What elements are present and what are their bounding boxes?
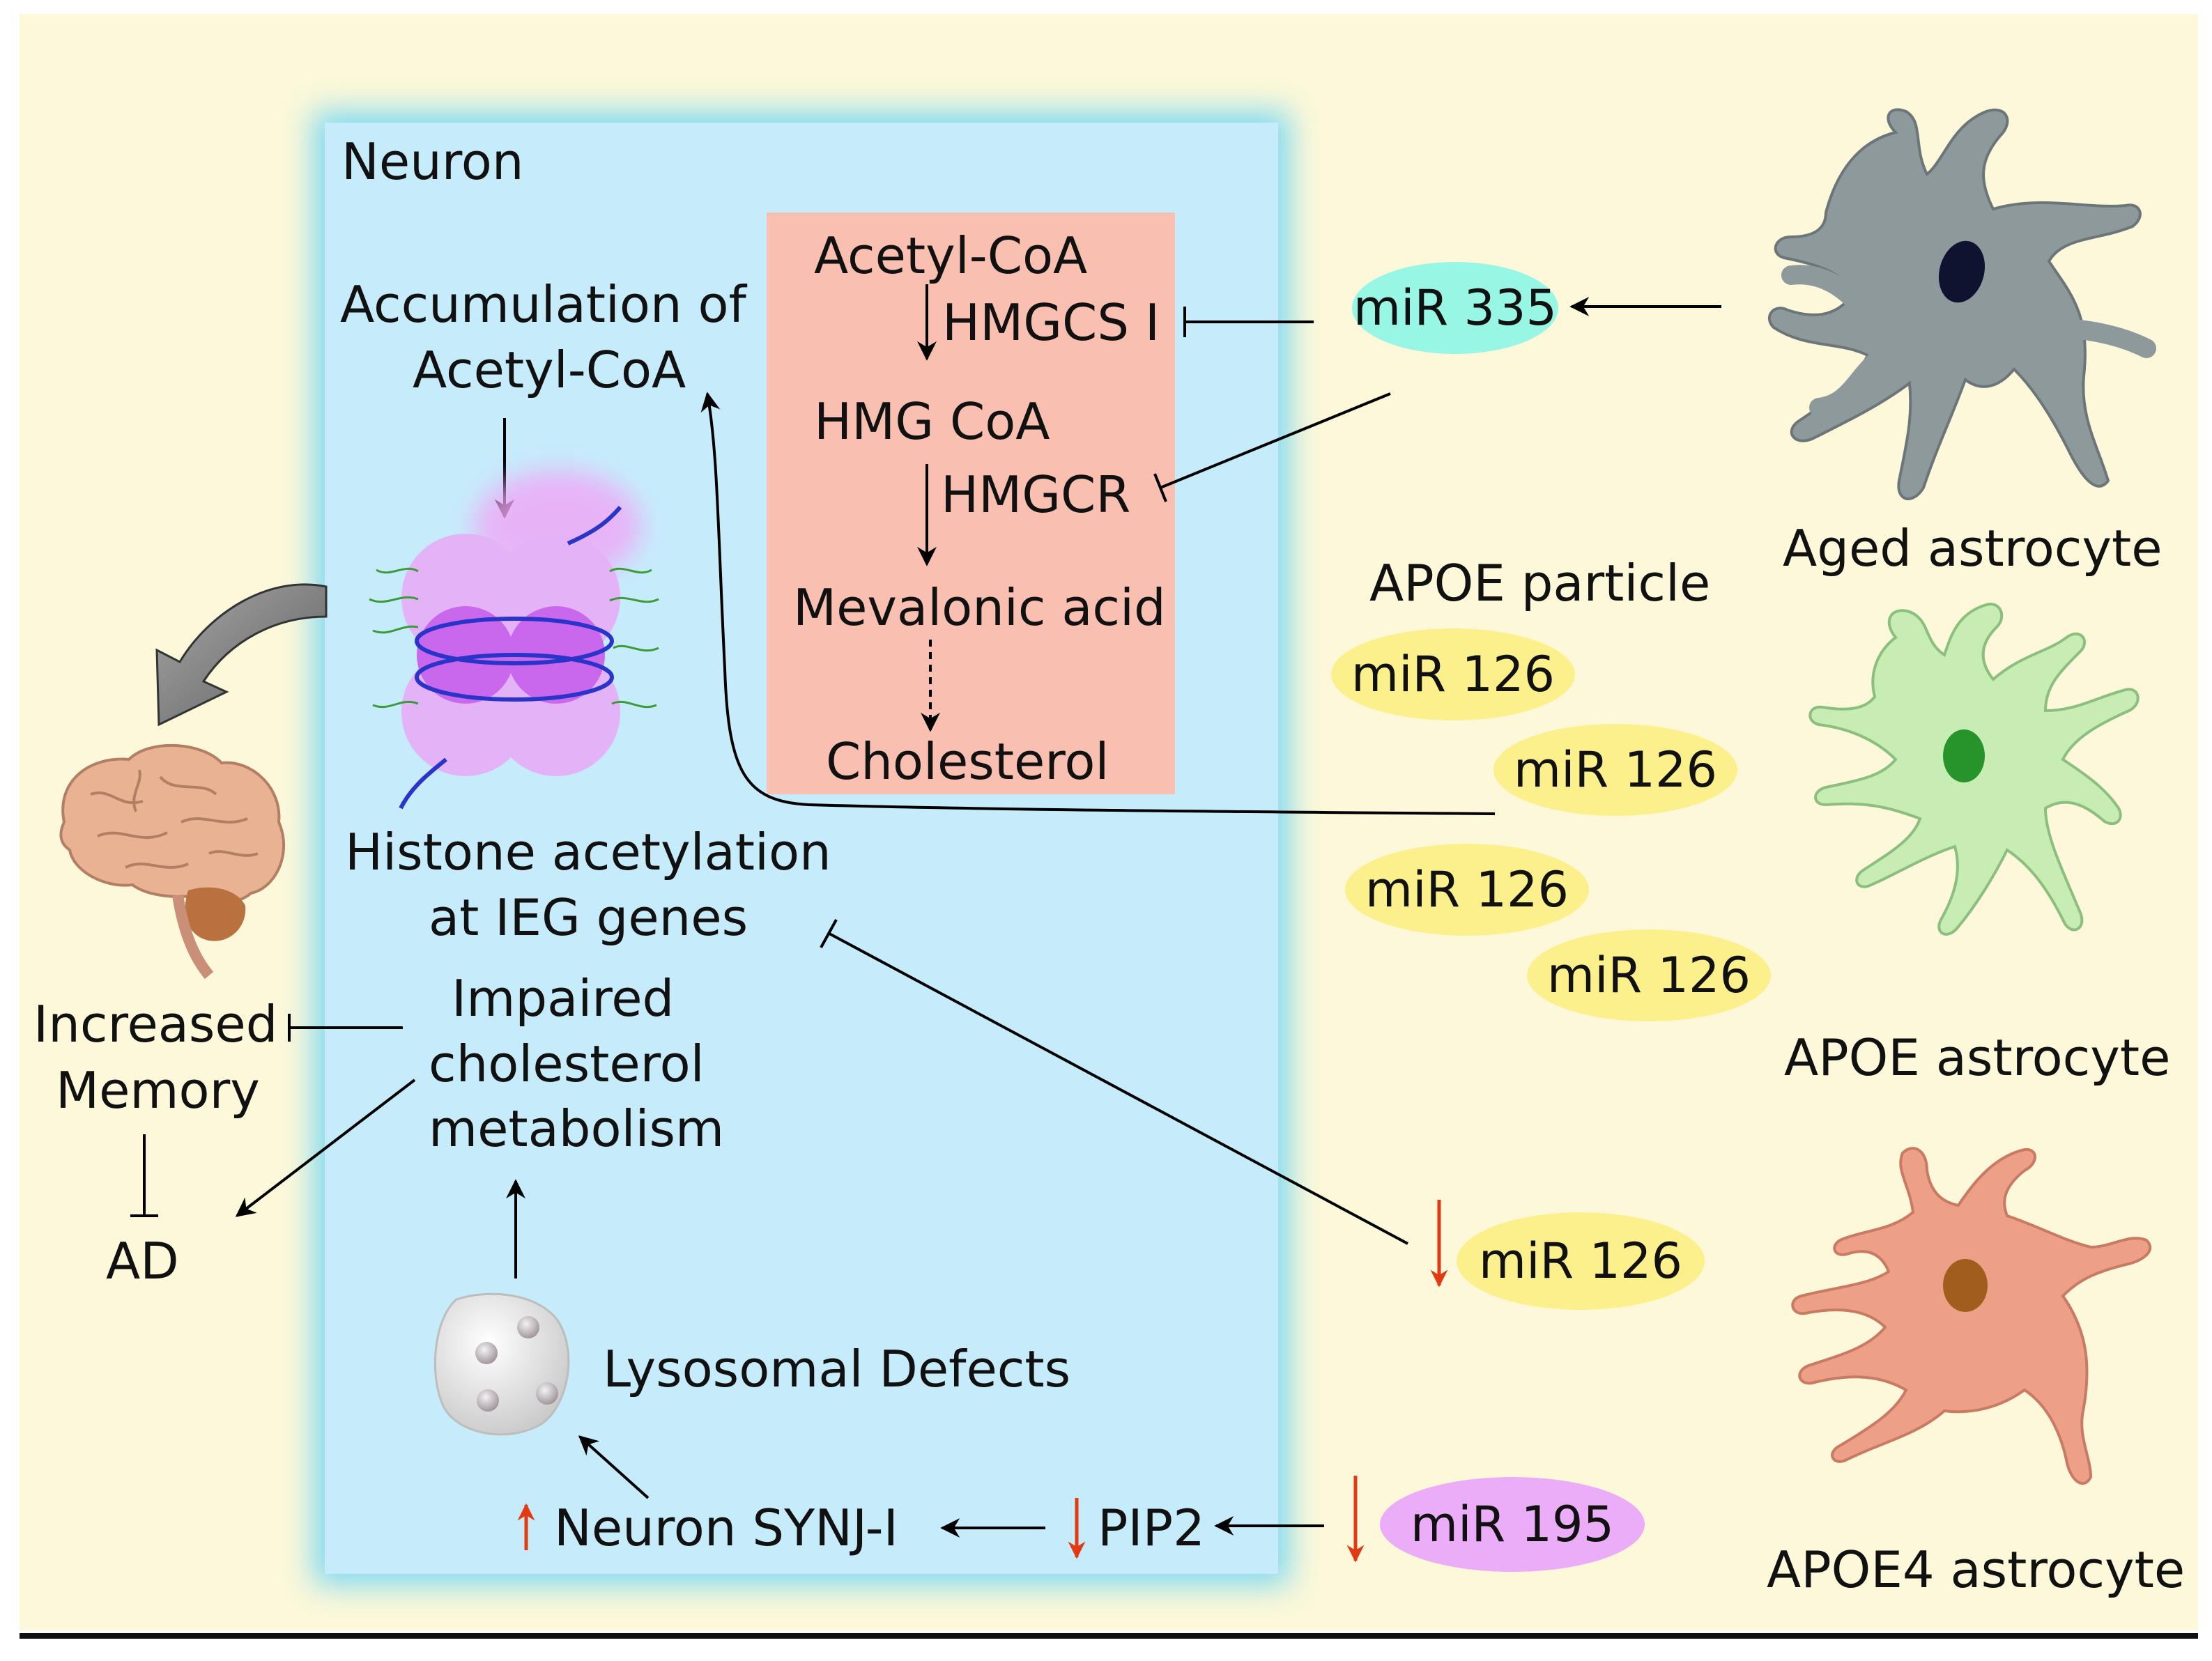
arrow-synj-to-lysosome [578,1435,650,1499]
pathway-acetyl-coa: Acetyl-CoA [814,226,1087,285]
aged-astrocyte-label: Aged astrocyte [1783,519,2163,578]
mir126-label-d: miR 126 [1547,947,1751,1004]
apoe4-astrocyte-label: APOE4 astrocyte [1767,1540,2185,1599]
mir335-label: miR 335 [1353,279,1557,337]
increased-memory-label-line1: Increased [33,995,277,1053]
apoe-astrocyte-label: APOE astrocyte [1784,1028,2170,1087]
accumulation-label-line1: Accumulation of [340,275,748,334]
mir195-label: miR 195 [1411,1496,1614,1553]
mir335-ellipse [1352,262,1558,354]
brain-icon [59,743,286,980]
curved-arrow-histone-to-brain [155,583,328,727]
histone-nucleosome-icon [369,470,659,810]
pathway-mevalonic: Mevalonic acid [793,578,1166,637]
ad-label: AD [106,1232,179,1290]
inhibit-bar-hmgcr [1153,473,1167,502]
inhibit-mir126-to-histone [829,932,1408,1245]
apoe-particle-label: APOE particle [1369,554,1710,612]
mir126-label-c: miR 126 [1365,861,1569,918]
mir126-ellipse-c [1345,844,1589,936]
lysosomal-defects-label: Lysosomal Defects [603,1340,1070,1398]
pathway-hmg-coa: HMG CoA [814,392,1050,451]
mir126-low-label: miR 126 [1479,1233,1682,1290]
inhibit-mir335-to-hmgcr [1160,392,1391,489]
pathway-hmgcr: HMGCR [941,465,1130,524]
arrow-impaired-to-ad [235,1079,416,1217]
apoe4-astrocyte-icon [1791,1147,2152,1485]
impaired-label-line2: cholesterol [429,1035,705,1093]
accumulation-label-line2: Acetyl-CoA [413,341,686,399]
bottom-rule [20,1633,2198,1639]
mir195-ellipse [1380,1477,1645,1572]
mir126-label-a: miR 126 [1351,646,1555,703]
neuron-label: Neuron [341,132,524,191]
mir126-label-b: miR 126 [1514,741,1717,798]
arrow-mir126-to-acetyl-coa [700,392,1496,815]
inhibit-bar-histone [820,919,838,948]
impaired-label-line3: metabolism [429,1099,724,1158]
increased-memory-label-line2: Memory [56,1061,260,1120]
histone-label-line2: at IEG genes [429,888,748,947]
pathway-hmgcs: HMGCS I [942,293,1160,352]
mir126-ellipse-a [1331,628,1575,720]
apoe-astrocyte-icon [1808,603,2140,936]
pip2-label: PIP2 [1098,1499,1205,1557]
mir126-ellipse-b [1493,724,1737,816]
pathway-cholesterol: Cholesterol [826,732,1109,791]
lysosome-icon [433,1292,570,1436]
cholesterol-pathway-box [767,213,1175,794]
mir126-low-ellipse [1457,1212,1705,1310]
histone-label-line1: Histone acetylation [345,823,831,881]
neuron-synj-label: Neuron SYNJ-I [554,1499,898,1557]
impaired-label-line1: Impaired [452,969,674,1028]
aged-astrocyte-icon [1768,108,2156,500]
mir126-ellipse-d [1527,929,1771,1021]
